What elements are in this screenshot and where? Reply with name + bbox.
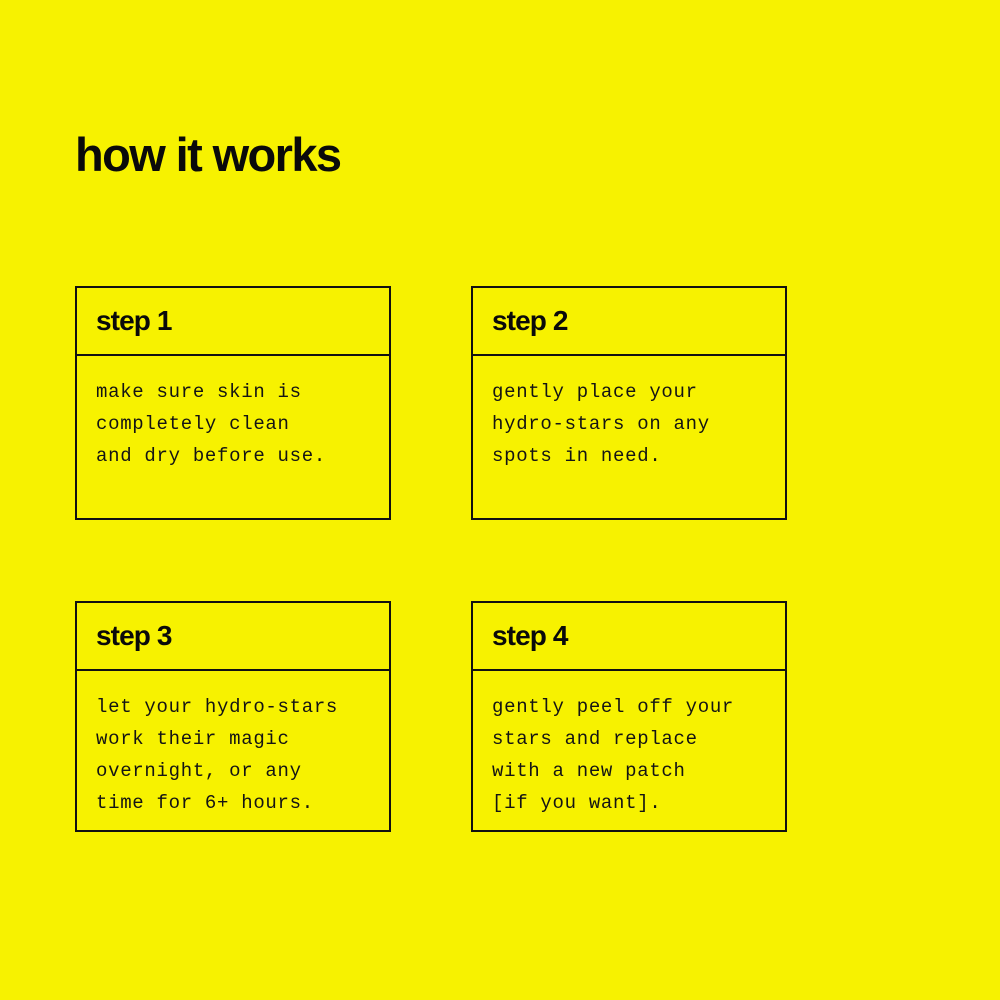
page-title: how it works	[75, 128, 342, 182]
step-card-1-label: step 1	[96, 305, 172, 336]
step-card-2-body: gently place your hydro-stars on any spo…	[473, 356, 785, 518]
step-card-2-text: gently place your hydro-stars on any spo…	[492, 381, 710, 467]
step-card-1-body: make sure skin is completely clean and d…	[77, 356, 389, 518]
step-card-1-text: make sure skin is completely clean and d…	[96, 381, 326, 467]
step-card-1: step 1 make sure skin is completely clea…	[75, 286, 391, 520]
step-card-3-label: step 3	[96, 620, 172, 651]
step-card-4-body: gently peel off your stars and replace w…	[473, 671, 785, 830]
step-card-1-header: step 1	[77, 288, 389, 356]
step-card-3: step 3 let your hydro-stars work their m…	[75, 601, 391, 832]
step-card-2: step 2 gently place your hydro-stars on …	[471, 286, 787, 520]
step-card-4-label: step 4	[492, 620, 568, 651]
step-card-4-header: step 4	[473, 603, 785, 671]
step-card-3-header: step 3	[77, 603, 389, 671]
step-card-4-text: gently peel off your stars and replace w…	[492, 696, 735, 814]
step-card-2-header: step 2	[473, 288, 785, 356]
step-card-3-text: let your hydro-stars work their magic ov…	[96, 696, 339, 814]
steps-grid: step 1 make sure skin is completely clea…	[75, 286, 787, 832]
step-card-2-label: step 2	[492, 305, 568, 336]
step-card-3-body: let your hydro-stars work their magic ov…	[77, 671, 389, 830]
step-card-4: step 4 gently peel off your stars and re…	[471, 601, 787, 832]
